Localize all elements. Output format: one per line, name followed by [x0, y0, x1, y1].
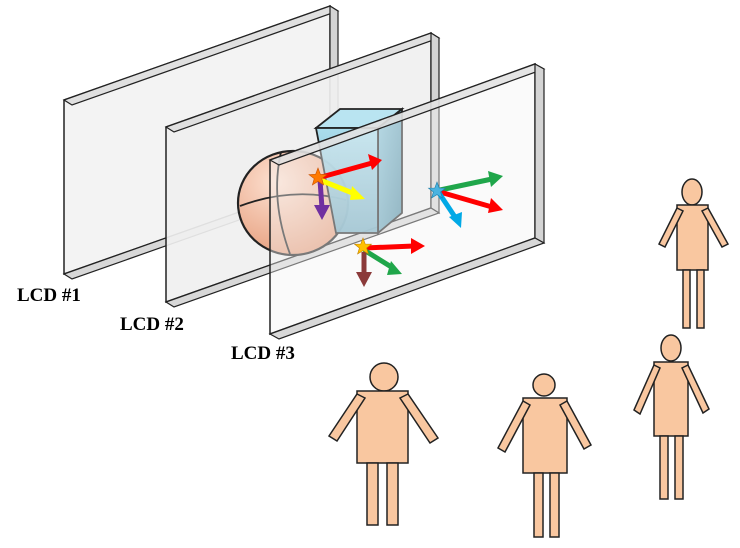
lcd-panel-3 — [268, 62, 546, 340]
viewer-person-3 — [633, 334, 710, 500]
star-icon — [353, 237, 373, 255]
star-icon — [427, 181, 447, 199]
lcd-3-label: LCD #3 — [231, 343, 295, 364]
viewer-person-2 — [496, 373, 593, 538]
lcd-1-label: LCD #1 — [17, 285, 81, 306]
viewer-person-4 — [657, 178, 730, 329]
viewer-person-1 — [327, 362, 440, 526]
lcd-2-label: LCD #2 — [120, 314, 184, 335]
arrow-set-panel-right — [427, 171, 503, 228]
arrow-set-panel-bottom — [353, 237, 425, 287]
cube-object — [313, 107, 405, 235]
arrow-set-object — [308, 154, 382, 220]
star-icon — [308, 167, 328, 186]
